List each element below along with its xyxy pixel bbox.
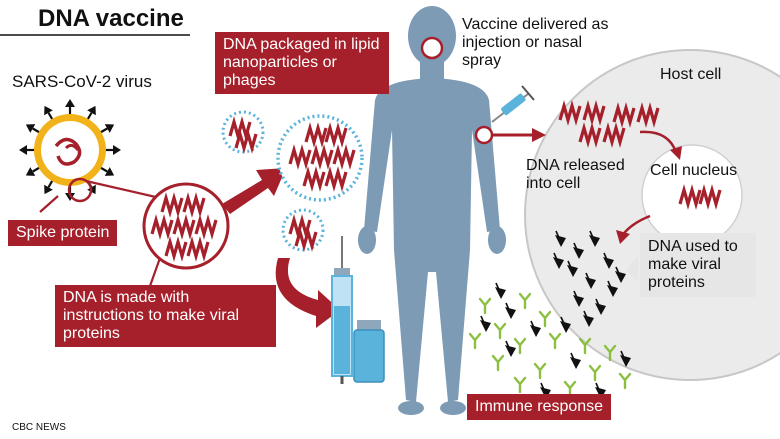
vial-icon xyxy=(353,320,385,383)
host-cell-label: Host cell xyxy=(660,66,722,83)
virus-icon xyxy=(17,97,123,203)
nanoparticle-large xyxy=(276,114,364,202)
curved-arrow-down xyxy=(275,258,340,328)
nanoparticle-small-top xyxy=(221,110,265,154)
big-arrow-up xyxy=(222,168,286,214)
credit: CBC NEWS xyxy=(12,422,66,433)
dna-made-label: DNA is made with instructions to make vi… xyxy=(55,285,276,347)
mouth-marker xyxy=(420,36,444,60)
immune-response-label: Immune response xyxy=(467,394,612,420)
delivered-label: Vaccine delivered as injection or nasal … xyxy=(462,16,609,69)
dna-used-label: DNA used to make viral proteins xyxy=(640,233,756,297)
packaged-label: DNA packaged in lipid nanoparticles or p… xyxy=(215,32,389,94)
virus-label: SARS-CoV-2 virus xyxy=(12,72,152,91)
human-figure xyxy=(358,6,506,415)
spike-highlight xyxy=(67,177,93,203)
diagram-title: DNA vaccine xyxy=(38,5,184,32)
dna-used-pointer xyxy=(626,256,638,282)
injection-marker xyxy=(474,125,494,145)
spike-protein-label: Spike protein xyxy=(8,220,118,246)
nanoparticle-small-bottom xyxy=(281,208,325,252)
nucleus-label: Cell nucleus xyxy=(650,162,738,179)
released-label: DNA released into cell xyxy=(526,157,625,192)
syringe-icon xyxy=(331,236,353,384)
small-syringe xyxy=(491,85,535,123)
